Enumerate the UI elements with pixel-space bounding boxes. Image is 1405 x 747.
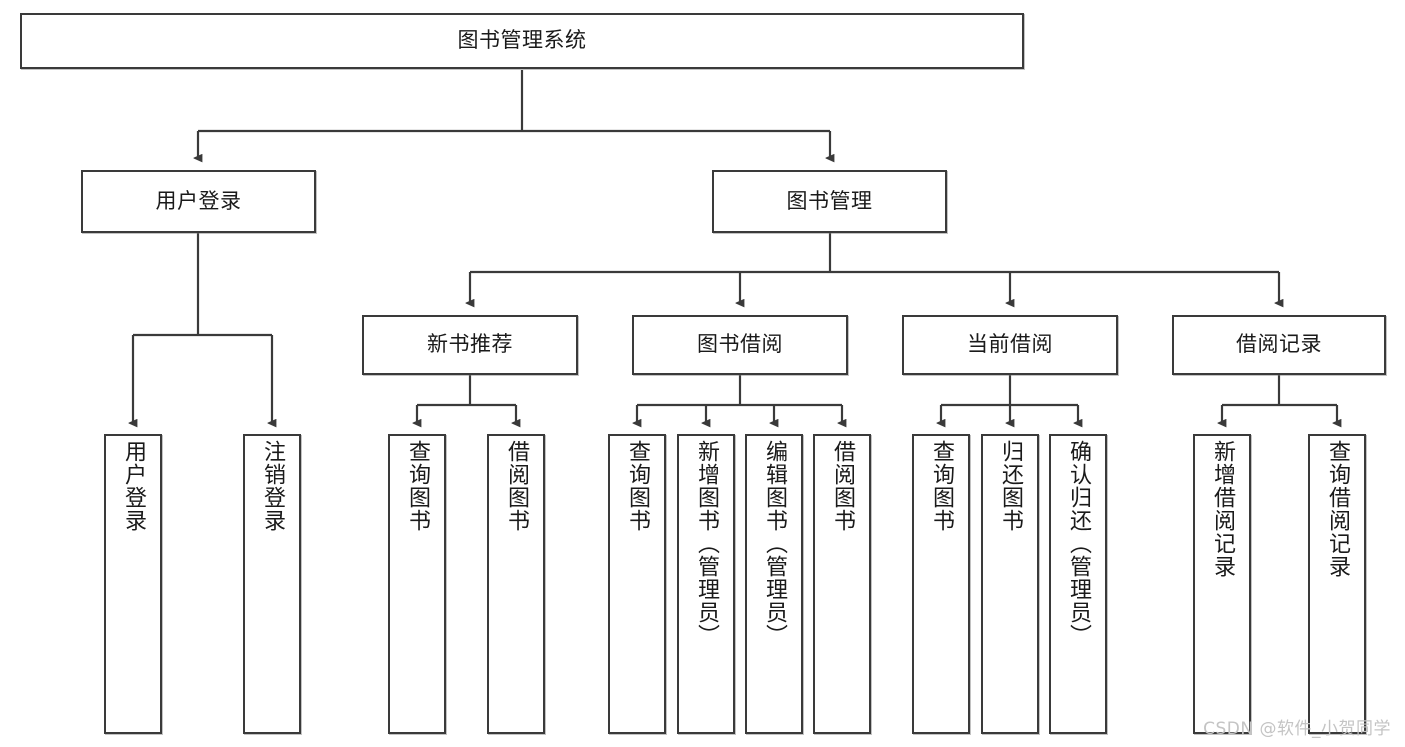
node-borrow-record-label: 借阅记录 [1236,332,1322,357]
node-new-book-rec[interactable]: 新书推荐 [362,315,578,375]
node-leaf-query-book-2[interactable]: 查询图书 [608,434,666,734]
node-leaf-query-book-1-label: 查询图书 [405,440,430,532]
node-root[interactable]: 图书管理系统 [20,13,1024,69]
node-leaf-edit-book[interactable]: 编辑图书（管理员） [745,434,803,734]
node-borrow-record[interactable]: 借阅记录 [1172,315,1386,375]
node-leaf-confirm-return[interactable]: 确认归还（管理员） [1049,434,1107,734]
node-leaf-add-book[interactable]: 新增图书（管理员） [677,434,735,734]
node-leaf-borrow-book-2-label: 借阅图书 [830,440,855,532]
node-leaf-return-book-label: 归还图书 [998,440,1023,532]
node-leaf-user-login[interactable]: 用户登录 [104,434,162,734]
node-leaf-logout-label: 注销登录 [260,440,285,532]
node-leaf-confirm-return-label: 确认归还（管理员） [1066,440,1091,647]
node-leaf-add-record[interactable]: 新增借阅记录 [1193,434,1251,734]
node-leaf-add-record-label: 新增借阅记录 [1210,440,1235,578]
node-leaf-query-record-label: 查询借阅记录 [1325,440,1350,578]
node-leaf-edit-book-label: 编辑图书（管理员） [762,440,787,647]
node-book-manage[interactable]: 图书管理 [712,170,947,233]
node-leaf-borrow-book-1-label: 借阅图书 [504,440,529,532]
node-user-login-label: 用户登录 [155,188,242,213]
node-new-book-rec-label: 新书推荐 [427,332,513,357]
node-leaf-add-book-label: 新增图书（管理员） [694,440,719,647]
node-leaf-query-book-3[interactable]: 查询图书 [912,434,970,734]
node-current-borrow-label: 当前借阅 [967,332,1053,357]
node-book-manage-label: 图书管理 [786,188,873,213]
node-leaf-user-login-label: 用户登录 [121,440,146,532]
node-leaf-borrow-book-2[interactable]: 借阅图书 [813,434,871,734]
node-leaf-query-book-1[interactable]: 查询图书 [388,434,446,734]
node-leaf-query-record[interactable]: 查询借阅记录 [1308,434,1366,734]
node-book-borrow[interactable]: 图书借阅 [632,315,848,375]
node-leaf-return-book[interactable]: 归还图书 [981,434,1039,734]
node-book-borrow-label: 图书借阅 [697,332,783,357]
watermark-text: CSDN @软件_小贺同学 [1203,719,1391,739]
node-leaf-query-book-2-label: 查询图书 [625,440,650,532]
node-user-login[interactable]: 用户登录 [81,170,316,233]
node-root-label: 图书管理系统 [457,28,587,53]
node-leaf-borrow-book-1[interactable]: 借阅图书 [487,434,545,734]
node-current-borrow[interactable]: 当前借阅 [902,315,1118,375]
node-leaf-logout[interactable]: 注销登录 [243,434,301,734]
node-leaf-query-book-3-label: 查询图书 [929,440,954,532]
